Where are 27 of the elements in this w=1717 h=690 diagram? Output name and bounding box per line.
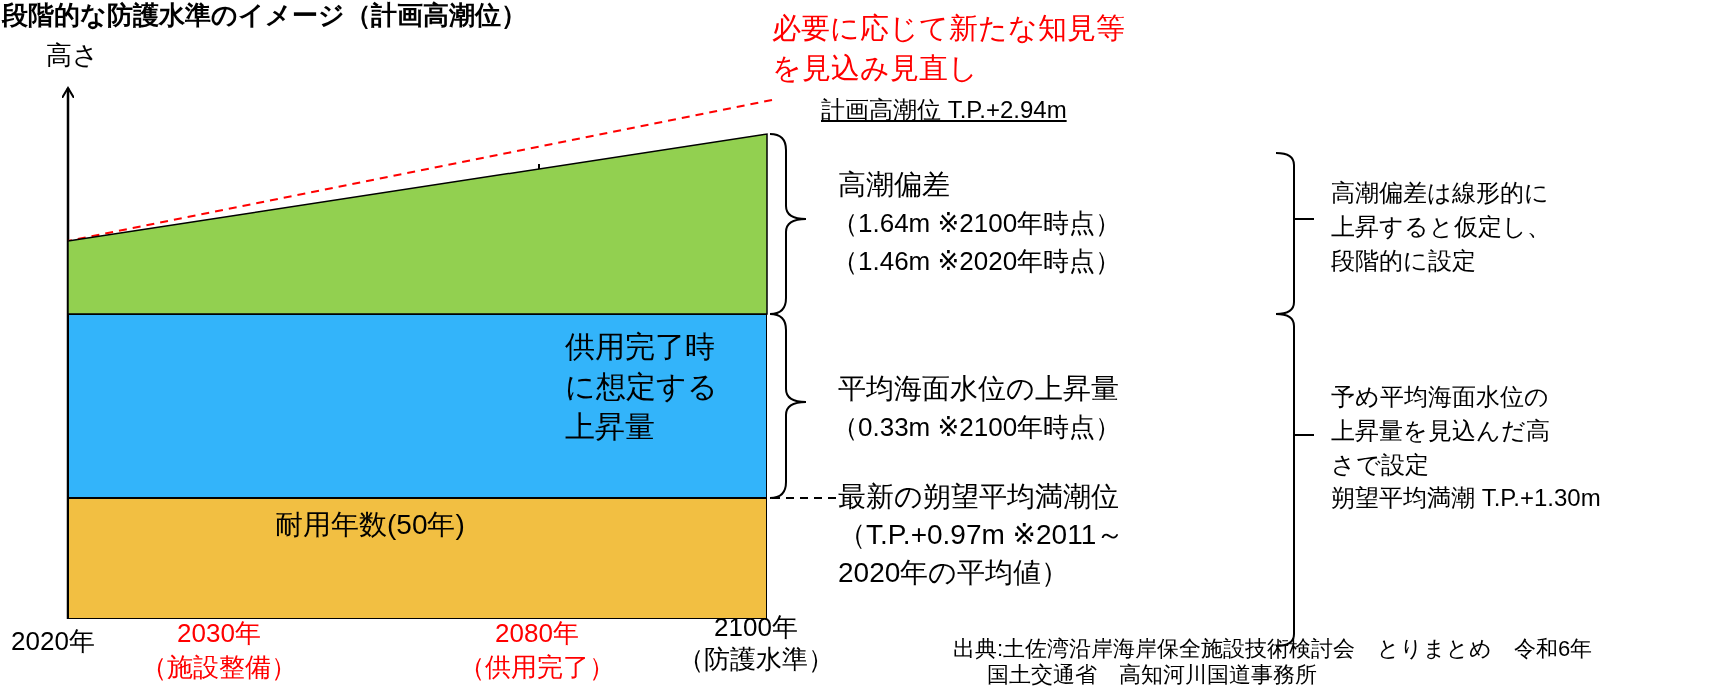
source-text: 国土交通省 高知河川国道事務所 [987,662,1317,689]
stage-label: （防護水準） [678,644,834,676]
value-label: （1.64m ※2100年時点） [832,208,1122,240]
note-text: （T.P.+0.97m ※2011～2020年の平均値） [838,518,1126,590]
stage-label: （施設整備） [141,652,297,684]
year-label: 2020年 [11,626,95,658]
note-text: 予め平均海面水位の上昇量を見込んだ高さで設定 [1331,382,1551,480]
title: 段階的な防護水準のイメージ（計画高潮位） [2,0,527,32]
period-label: 耐用年数(50年) [275,508,466,542]
value-label: （1.46m ※2020年時点） [832,246,1122,278]
leader-line [67,99,773,242]
component-label: 高潮偏差 [838,168,950,202]
sea-level-rise-band [68,314,767,498]
band-label: 供用完了時に想定する上昇量 [565,329,719,445]
value-label: （0.33m ※2100年時点） [832,412,1122,444]
note-text: 必要に応じて新たな知見等を見込み見直し [772,11,1126,86]
year-label: 2030年 [177,618,261,650]
axis-label: 高さ [46,40,99,72]
note-text: 朔望平均満潮 T.P.+1.30m [1331,484,1601,513]
note-text: 最新の朔望平均満潮位 [838,480,1120,514]
level-label: 計画高潮位 T.P.+2.94m [821,96,1067,125]
component-label: 平均海面水位の上昇量 [838,372,1119,406]
note-text: 高潮偏差は線形的に上昇すると仮定し、段階的に設定 [1331,178,1552,276]
source-text: 出典:土佐湾沿岸海岸保全施設技術検討会 とりまとめ 令和6年 [953,636,1593,663]
year-label: 2080年 [495,618,579,650]
tide-level-band [68,498,767,619]
stage-label: （供用完了） [459,652,615,684]
